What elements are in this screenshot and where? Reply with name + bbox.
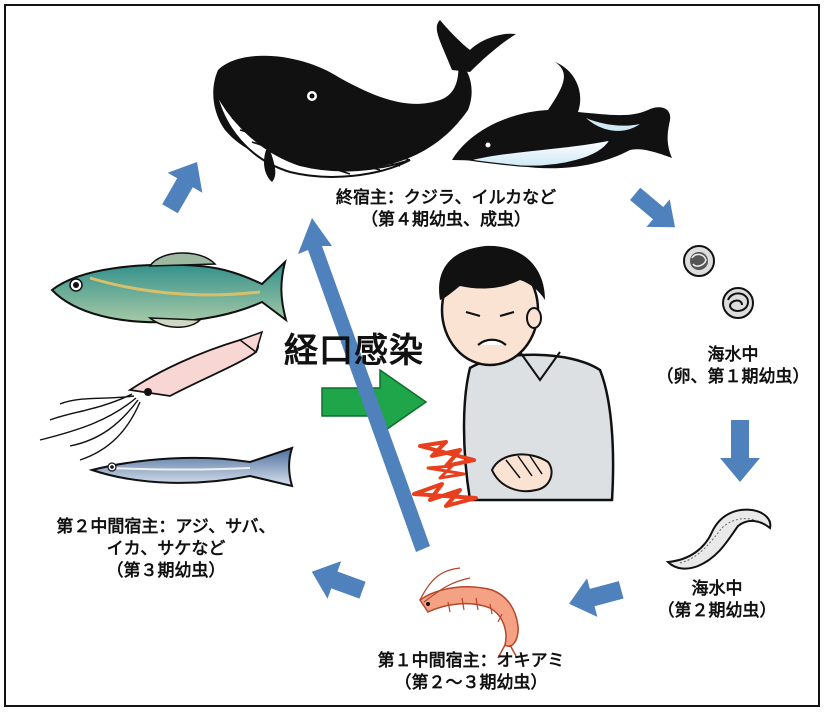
second-host-line-2: イカ、サケなど	[106, 539, 226, 559]
horse-mackerel-icon	[50, 252, 288, 328]
arrow-final-to-sea	[630, 187, 675, 228]
sea-stage2-line-2: （第２期幼虫）	[657, 601, 777, 621]
second-host-line-1: 第２中間宿主：アジ、サバ、	[56, 517, 276, 537]
second-host-line-3: （第３期幼虫）	[106, 561, 226, 581]
pain-icon	[412, 440, 478, 508]
dolphin-icon	[452, 62, 672, 169]
first-host-line-2: （第２～３期幼虫）	[394, 673, 548, 693]
oral-infection-label: 経口感染	[284, 331, 424, 371]
sea-stage2-label: 海水中 （第２期幼虫）	[632, 578, 802, 622]
saury-icon	[88, 446, 294, 488]
sea-stage1-line-2: （卵、第１期幼虫）	[656, 367, 810, 387]
arrow-larva-to-krill	[569, 578, 624, 617]
first-host-line-1: 第１中間宿主：オキアミ	[377, 651, 565, 671]
sea-stage1-label: 海水中 （卵、第１期幼虫）	[640, 344, 826, 388]
final-host-line-1: 終宿主：クジラ、イルカなど	[335, 188, 557, 208]
arrow-second-host-to-final	[162, 162, 203, 214]
arrow-krill-to-second-host	[311, 561, 366, 599]
whale-icon	[213, 20, 516, 182]
squid-icon	[39, 330, 264, 461]
sea-stage2-line-1: 海水中	[691, 579, 743, 599]
person-icon	[439, 245, 615, 502]
krill-icon	[418, 567, 519, 659]
first-host-label: 第１中間宿主：オキアミ （第２～３期幼虫）	[356, 650, 586, 694]
arrow-sea-to-larva	[720, 420, 760, 482]
egg-icon	[683, 245, 715, 277]
final-host-label: 終宿主：クジラ、イルカなど （第４期幼虫、成虫）	[296, 187, 596, 231]
second-host-label: 第２中間宿主：アジ、サバ、 イカ、サケなど （第３期幼虫）	[34, 516, 298, 582]
larva-icon	[665, 508, 772, 570]
larva-egg-icon	[722, 287, 754, 319]
arrow-krill-to-final	[298, 218, 430, 552]
sea-stage1-line-1: 海水中	[707, 345, 759, 365]
final-host-line-2: （第４期幼虫、成虫）	[361, 210, 531, 230]
